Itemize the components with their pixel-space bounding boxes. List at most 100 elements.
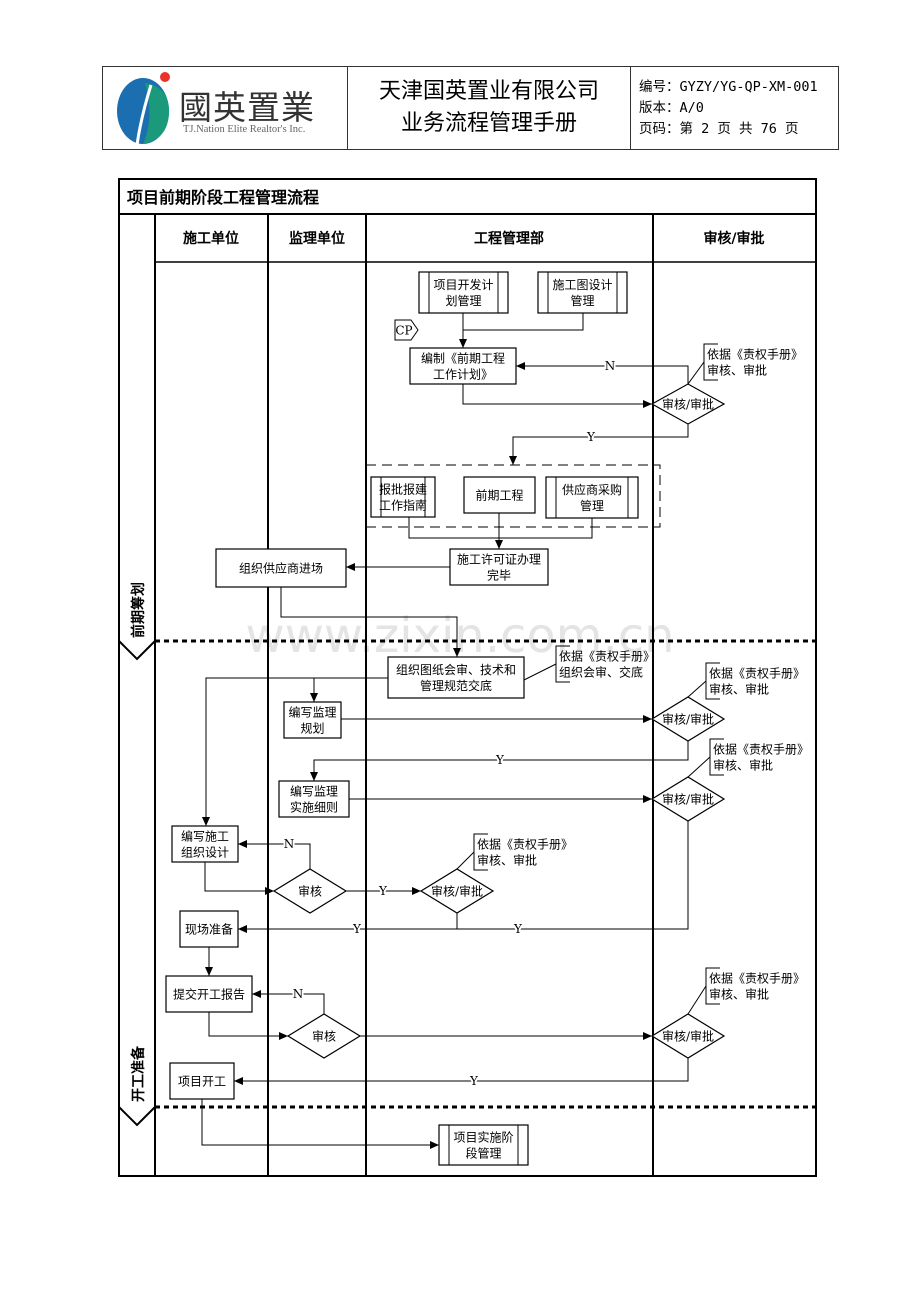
decision-d2[interactable]: 审核/审批 [650,696,726,742]
branch-label-no: N [293,987,304,1001]
annotation-text: 依据《责权手册》 [709,971,805,986]
process-label: 项目开发计 [433,277,493,292]
process-label: 完毕 [487,568,511,583]
branch-label-yes: Y [586,430,596,444]
doc-number: 编号：GYZY/YG-QP-XM-001 [639,79,818,95]
connector [462,384,652,408]
annotation-a5: 依据《责权手册》审核、审批 [456,833,573,871]
lane-header-engineering: 工程管理部 [474,230,544,247]
process-n15[interactable]: 项目开工 [169,1062,235,1100]
connector [310,741,689,781]
process-label: 管理规范交底 [420,678,492,693]
logo-subtitle: TJ.Nation Elite Realtor's Inc. [183,124,306,135]
process-label: 组织设计 [181,846,229,860]
annotation-text: 审核、审批 [709,987,769,1002]
branch-label-yes: Y [378,884,388,898]
process-label: 编写监理 [290,784,338,799]
lane-header-contractor: 施工单位 [183,230,239,247]
connector [408,517,593,539]
process-label: 施工许可证办理 [457,552,541,567]
phase-label-startup: 开工准备 [130,1045,147,1102]
connector [202,677,388,826]
branch-label-no: N [284,837,295,851]
process-n14[interactable]: 提交开工报告 [165,975,253,1013]
process-label: 供应商采购 [562,482,622,497]
process-label: 管理 [570,293,594,308]
connector [463,313,584,331]
decision-label: 审核 [312,1029,336,1044]
lane-header-approval: 审核/审批 [703,230,764,247]
annotation-a3: 依据《责权手册》审核、审批 [687,662,805,700]
phase-label-planning: 前期筹划 [130,582,147,638]
branch-label-yes: Y [469,1074,479,1088]
logo-mark-icon [117,72,170,146]
process-label: 实施细则 [290,800,338,815]
process-label: 组织图纸会审、技术和 [396,662,516,677]
decision-label: 审核/审批 [431,884,483,899]
company-name: 天津国英置业有限公司 [378,79,599,104]
connector [238,913,458,933]
process-label: 规划 [300,721,324,736]
connector [201,1099,439,1149]
annotation-text: 审核、审批 [713,758,773,773]
process-label: 施工图设计 [552,278,612,292]
process-label: 提交开工报告 [173,987,245,1002]
process-label: 前期工程 [475,488,523,503]
branch-label-yes: Y [352,922,362,936]
process-label: 组织供应商进场 [239,561,323,576]
decision-d7[interactable]: 审核/审批 [650,1013,726,1059]
connector [204,862,274,895]
decision-d3[interactable]: 审核/审批 [650,776,726,822]
decision-d1[interactable]: 审核/审批 [650,383,726,425]
decision-d6[interactable]: 审核 [286,1013,362,1059]
company-logo: 國英置業 TJ.Nation Elite Realtor's Inc. [103,67,348,149]
cp-connector: CP [394,319,419,341]
annotation-text: 审核、审批 [707,363,767,378]
connector [238,840,311,869]
annotation-text: 依据《责权手册》 [707,347,803,362]
process-label: 段管理 [465,1146,501,1161]
doc-version: 版本：A/0 [639,100,704,116]
branch-label-yes: Y [513,922,523,936]
page-header: 國英置業 TJ.Nation Elite Realtor's Inc. 天津国英… [102,66,839,150]
connector [457,821,689,930]
annotation-a2: 依据《责权手册》组织会审、交底 [523,645,655,683]
decision-label: 审核/审批 [662,792,714,807]
process-label: 管理 [580,498,604,513]
connector [208,1012,288,1040]
page-number: 页码：第 2 页 共 76 页 [639,121,799,137]
annotation-text: 依据《责权手册》 [709,666,805,681]
decision-label: 审核/审批 [662,1029,714,1044]
decision-label: 审核/审批 [662,712,714,727]
process-label: 报批报建 [379,482,427,497]
process-n8[interactable]: 组织供应商进场 [215,548,347,588]
process-n13[interactable]: 现场准备 [179,910,239,948]
process-label: 工作指南 [379,498,427,513]
process-label: 编制《前期工程 [421,351,505,366]
annotation-text: 审核、审批 [709,682,769,697]
decision-d4[interactable]: 审核 [272,868,348,914]
connector [280,587,461,657]
decision-label: 审核 [298,884,322,899]
process-label: 项目开工 [178,1075,226,1089]
process-n5[interactable]: 前期工程 [463,476,536,514]
branch-label-yes: Y [495,753,505,767]
decision-d5[interactable]: 审核/审批 [419,868,495,914]
connector [234,1058,689,1085]
annotation-a1: 依据《责权手册》审核、审批 [687,343,803,385]
process-label: 现场准备 [185,923,233,937]
branch-label-no: N [605,359,616,373]
annotation-text: 依据《责权手册》 [477,837,573,852]
